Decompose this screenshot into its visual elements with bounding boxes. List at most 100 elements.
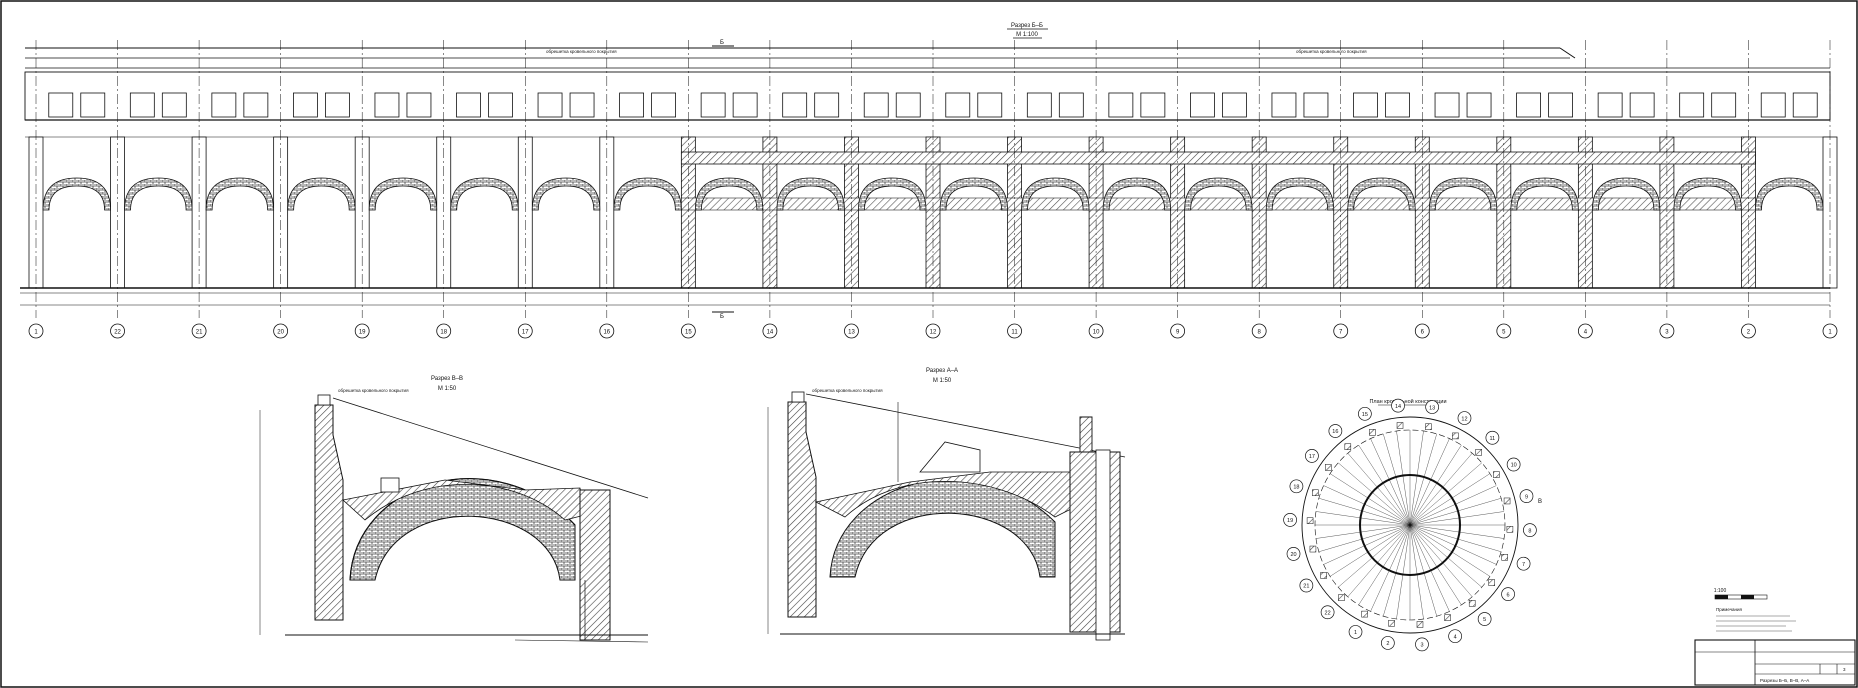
attic-window bbox=[1792, 92, 1818, 118]
arch bbox=[1755, 177, 1824, 211]
plan-label: 4 bbox=[1454, 634, 1457, 640]
plan-section-mark: В bbox=[1538, 499, 1542, 505]
legend-heading: Примечания bbox=[1716, 607, 1743, 612]
attic-window bbox=[48, 92, 74, 118]
plan-label: 18 bbox=[1293, 484, 1299, 490]
plan-label: 21 bbox=[1303, 584, 1309, 590]
axis-marker bbox=[191, 323, 207, 339]
attic-window bbox=[1516, 92, 1541, 118]
axis-marker bbox=[1577, 323, 1593, 339]
plan-label: 1 bbox=[1354, 630, 1357, 636]
arch bbox=[531, 177, 601, 211]
plan-label: 17 bbox=[1309, 454, 1315, 460]
axis-label: 20 bbox=[277, 330, 284, 336]
axis-marker bbox=[1170, 323, 1186, 339]
axis-label: 5 bbox=[1502, 330, 1506, 336]
stamp-sheet: 3 bbox=[1843, 667, 1846, 672]
section-a-drawing: Разрез А–А М 1:50 обрешетка кровельного … bbox=[767, 368, 1126, 641]
axis-label: 17 bbox=[522, 330, 529, 336]
axis-label: 19 bbox=[359, 330, 366, 336]
plan-marker bbox=[1519, 489, 1534, 504]
arch bbox=[1510, 177, 1579, 211]
section-a-title: Разрез А–А bbox=[926, 368, 958, 374]
plan-label: 6 bbox=[1507, 592, 1510, 598]
plan-marker bbox=[1415, 637, 1429, 652]
axis-marker bbox=[517, 323, 533, 339]
legend-block: 1:100 Примечания bbox=[1714, 588, 1796, 632]
attic-window bbox=[782, 92, 808, 118]
attic-window bbox=[814, 92, 840, 118]
axis-label: 21 bbox=[196, 330, 203, 336]
attic-window bbox=[1597, 92, 1623, 118]
plan-label: 15 bbox=[1362, 412, 1368, 418]
plan-marker bbox=[1457, 411, 1472, 425]
plan-marker bbox=[1305, 449, 1319, 463]
attic-window bbox=[945, 92, 971, 118]
plan-marker bbox=[1348, 625, 1363, 639]
plan-label: 22 bbox=[1325, 610, 1331, 616]
section-mark-bottom: Б bbox=[720, 314, 724, 320]
axis-marker bbox=[1822, 323, 1838, 339]
attic-window bbox=[1140, 92, 1166, 118]
plan-marker bbox=[1425, 400, 1439, 414]
arch bbox=[124, 177, 193, 211]
arch bbox=[1428, 177, 1498, 211]
section-a-note: обрешетка кровельного покрытия bbox=[812, 388, 883, 393]
axis-marker bbox=[762, 323, 778, 339]
attic-window bbox=[1385, 92, 1410, 118]
arch bbox=[1184, 177, 1253, 211]
arch bbox=[613, 177, 682, 211]
plan-marker bbox=[1523, 523, 1537, 537]
axis-label: 1 bbox=[34, 330, 38, 336]
plan-label: 2 bbox=[1386, 641, 1389, 647]
axis-label: 3 bbox=[1665, 330, 1669, 336]
plan-marker bbox=[1283, 513, 1297, 527]
attic-window bbox=[488, 92, 513, 118]
attic-window bbox=[1679, 92, 1705, 118]
axis-label: 22 bbox=[114, 330, 121, 336]
plan-marker bbox=[1501, 587, 1515, 601]
axis-label: 4 bbox=[1584, 330, 1588, 336]
legend-scale: 1:100 bbox=[1714, 588, 1727, 594]
plan-marker bbox=[1516, 556, 1531, 571]
attic-window bbox=[1222, 92, 1247, 118]
attic-window bbox=[1303, 92, 1329, 118]
plan-label: 19 bbox=[1287, 518, 1293, 524]
axis-marker bbox=[354, 323, 370, 339]
attic-window bbox=[1058, 92, 1084, 118]
plan-label: 12 bbox=[1461, 416, 1467, 422]
attic-window bbox=[537, 92, 563, 118]
plan-marker bbox=[1477, 612, 1492, 626]
arcade-piers bbox=[28, 136, 1838, 289]
axis-label: 18 bbox=[440, 330, 447, 336]
attic-window bbox=[977, 92, 1003, 118]
plan-label: 5 bbox=[1483, 617, 1486, 623]
top-note-right: обрешетка кровельного покрытия bbox=[1296, 49, 1367, 54]
attic-window bbox=[1434, 92, 1460, 118]
attic-window bbox=[1760, 92, 1786, 118]
axis-label: 14 bbox=[767, 330, 774, 336]
axis-label: 2 bbox=[1747, 330, 1751, 336]
attic-window bbox=[129, 92, 155, 118]
axis-label: 8 bbox=[1258, 330, 1262, 336]
section-v-title: Разрез В–В bbox=[431, 376, 463, 382]
axis-label: 10 bbox=[1093, 330, 1100, 336]
arch bbox=[42, 177, 111, 211]
axis-marker bbox=[599, 323, 615, 339]
axis-label: 13 bbox=[848, 330, 855, 336]
axis-marker bbox=[28, 323, 44, 339]
arch bbox=[1673, 177, 1742, 211]
plan-marker bbox=[1485, 430, 1500, 445]
plan-marker bbox=[1328, 424, 1343, 438]
attic-windows bbox=[48, 92, 1818, 118]
elevation-scale: М 1:100 bbox=[1016, 32, 1038, 38]
plan-label: 20 bbox=[1290, 552, 1296, 558]
axis-marker bbox=[1088, 323, 1104, 339]
section-v-note: обрешетка кровельного покрытия bbox=[338, 388, 409, 393]
arch bbox=[1102, 177, 1172, 211]
section-mark-top: Б bbox=[720, 40, 724, 46]
axis-marker bbox=[436, 323, 452, 339]
axis-marker bbox=[1251, 323, 1267, 339]
